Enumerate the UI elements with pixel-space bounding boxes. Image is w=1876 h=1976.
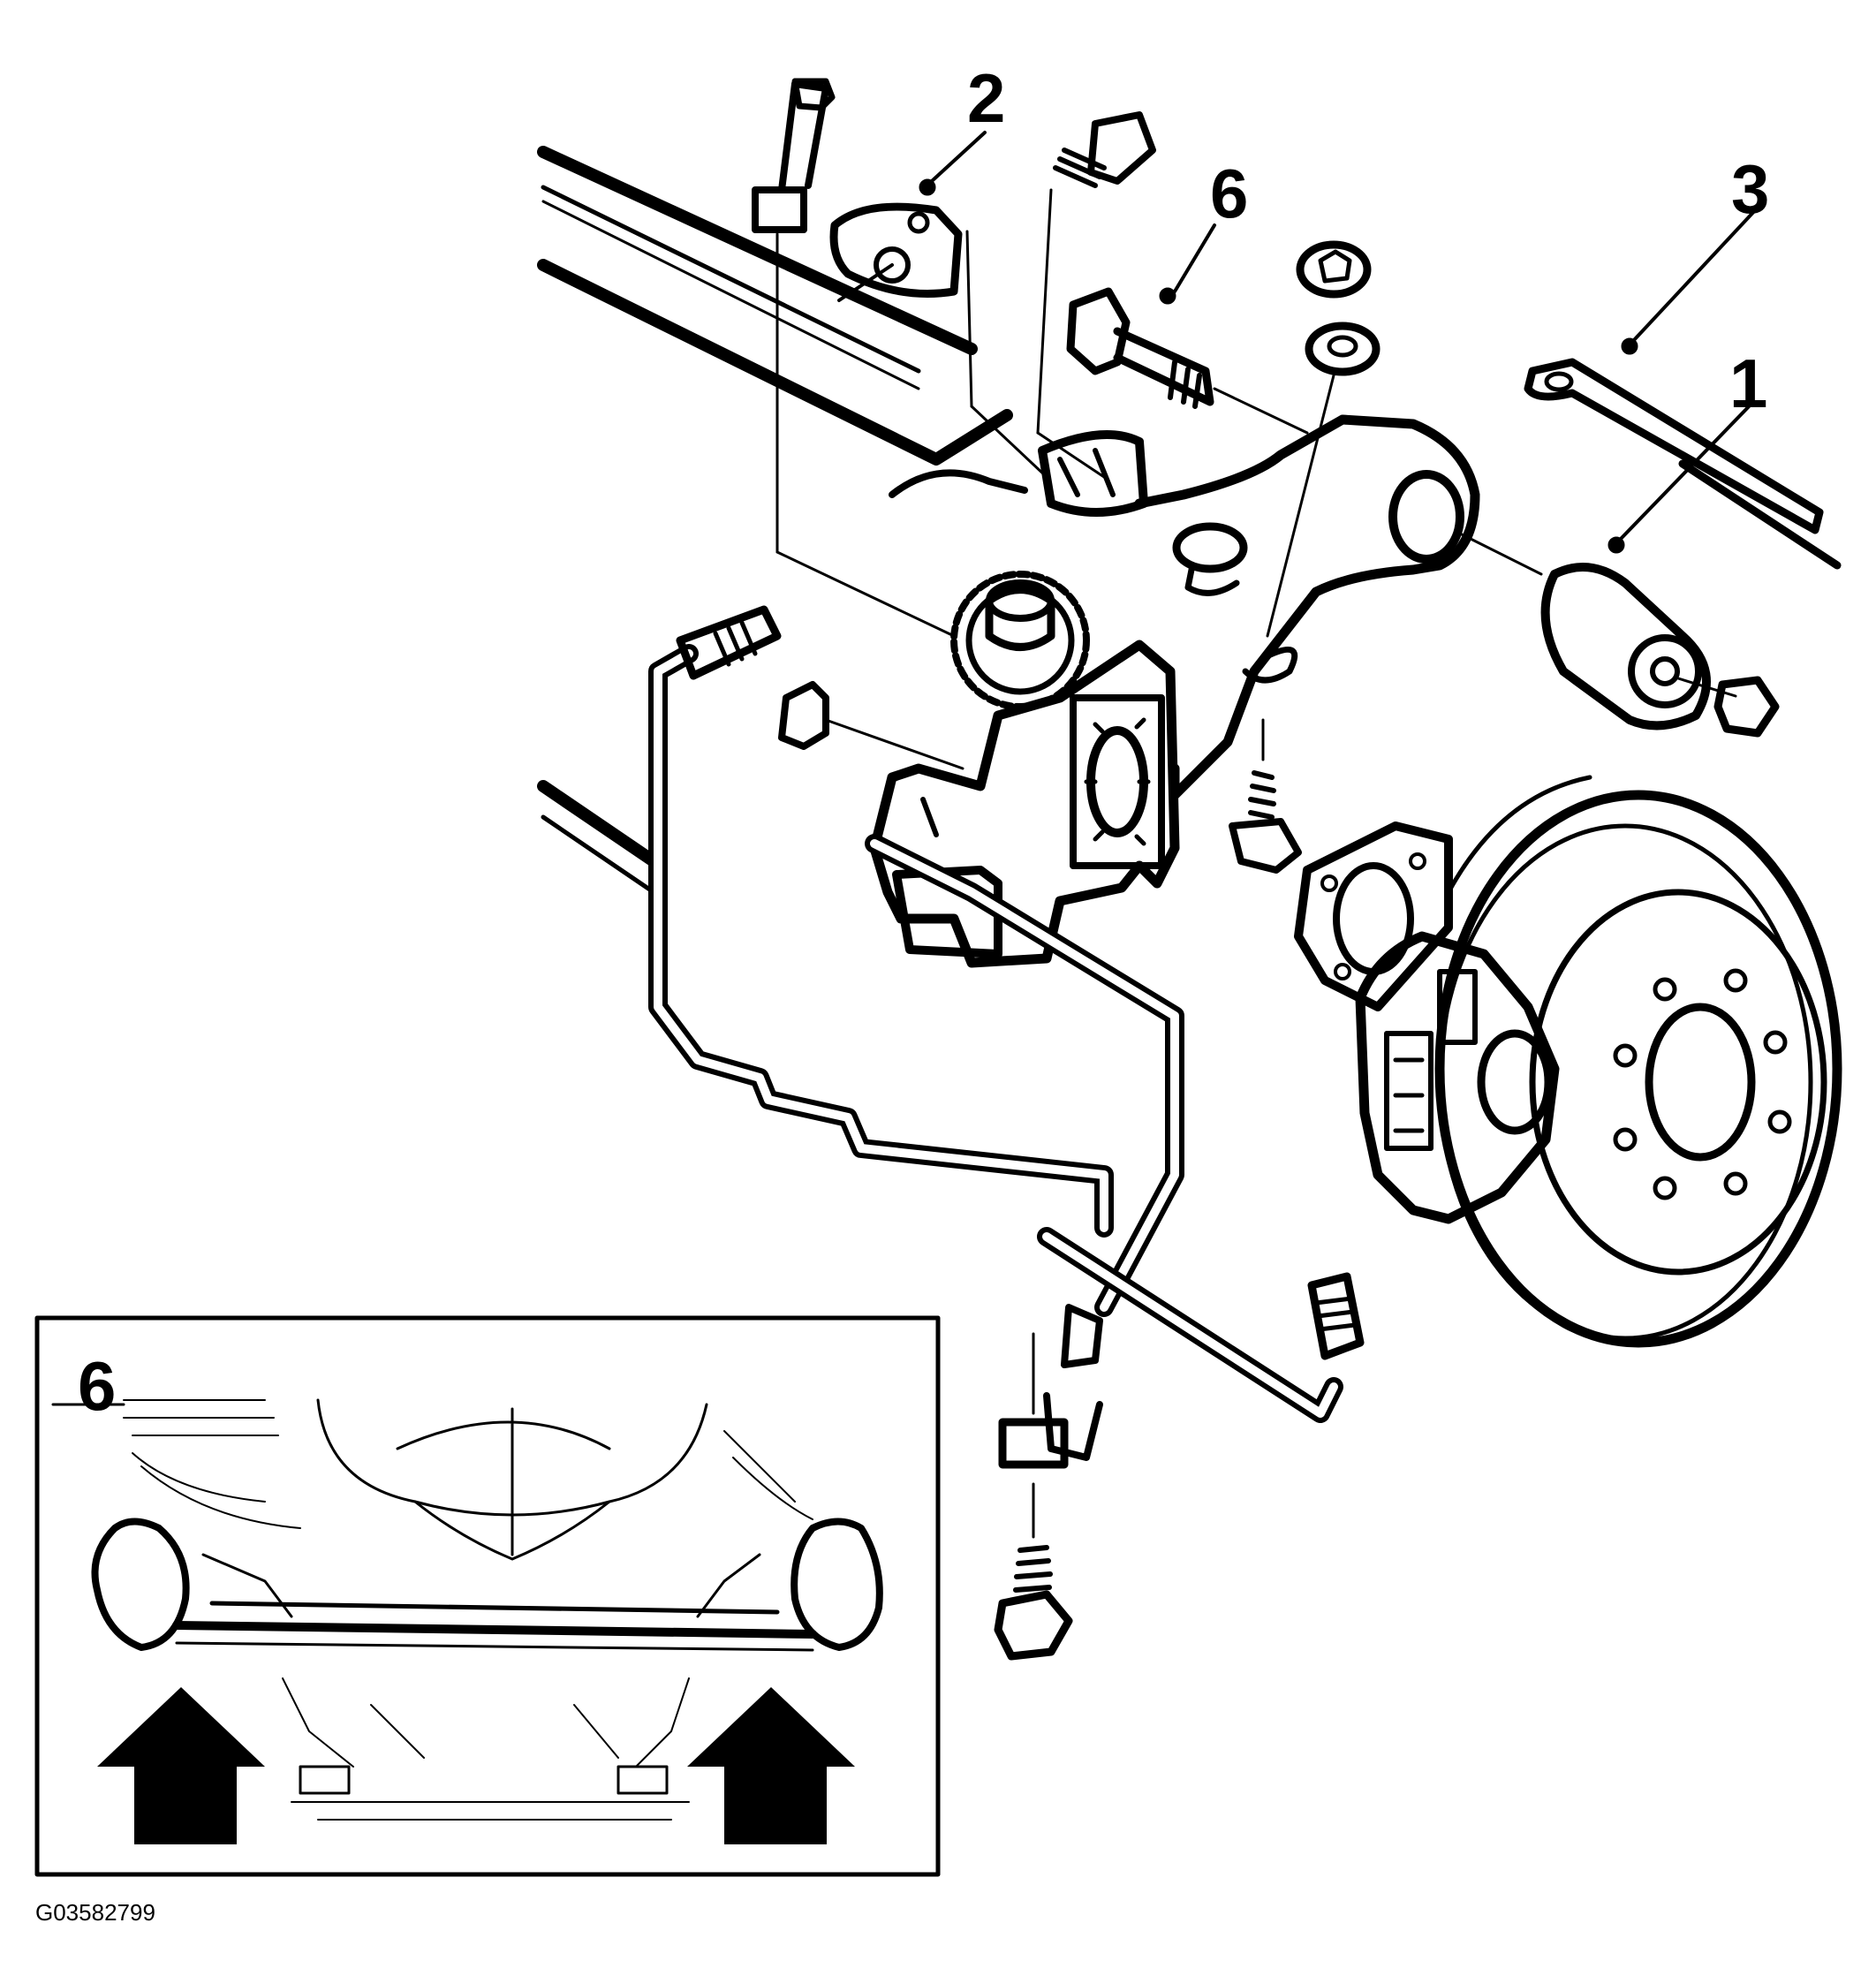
abs-tone-ring bbox=[950, 571, 1090, 710]
brake-caliper bbox=[1355, 931, 1560, 1224]
callout-2: 2 bbox=[967, 59, 1006, 137]
callout-6-inset: 6 bbox=[78, 1347, 117, 1425]
trailing-arm bbox=[1134, 414, 1543, 800]
inset-underbody bbox=[51, 1398, 883, 1821]
part-1-bushing bbox=[1540, 563, 1780, 738]
nut-and-washer bbox=[1266, 240, 1381, 638]
callout-3: 3 bbox=[1731, 150, 1770, 228]
bolt-bracket-upper bbox=[752, 78, 956, 638]
backing-plate bbox=[1294, 821, 1453, 1011]
brake-disc bbox=[1434, 775, 1842, 1348]
figure-id-code: G03582799 bbox=[35, 1899, 155, 1926]
callout-6-bolt: 6 bbox=[1210, 155, 1249, 232]
part-2-bracket bbox=[829, 202, 1048, 479]
callout-1: 1 bbox=[1729, 344, 1768, 422]
beam-clamp bbox=[1038, 430, 1148, 517]
inset-frame bbox=[34, 1315, 941, 1877]
arrow-up-icon-right bbox=[687, 1687, 855, 1844]
part-6-bolt bbox=[1066, 287, 1309, 435]
bolt-upper-center bbox=[1036, 111, 1156, 479]
part-3-link-arm bbox=[1524, 358, 1842, 570]
axle-beam bbox=[537, 146, 1028, 895]
callout-leaders bbox=[919, 131, 1759, 554]
bolt-lower-arm bbox=[1229, 718, 1302, 874]
bolt-bracket-lower bbox=[994, 1304, 1103, 1661]
brake-line bbox=[648, 605, 1365, 1423]
arrow-up-icon bbox=[97, 1687, 265, 1844]
